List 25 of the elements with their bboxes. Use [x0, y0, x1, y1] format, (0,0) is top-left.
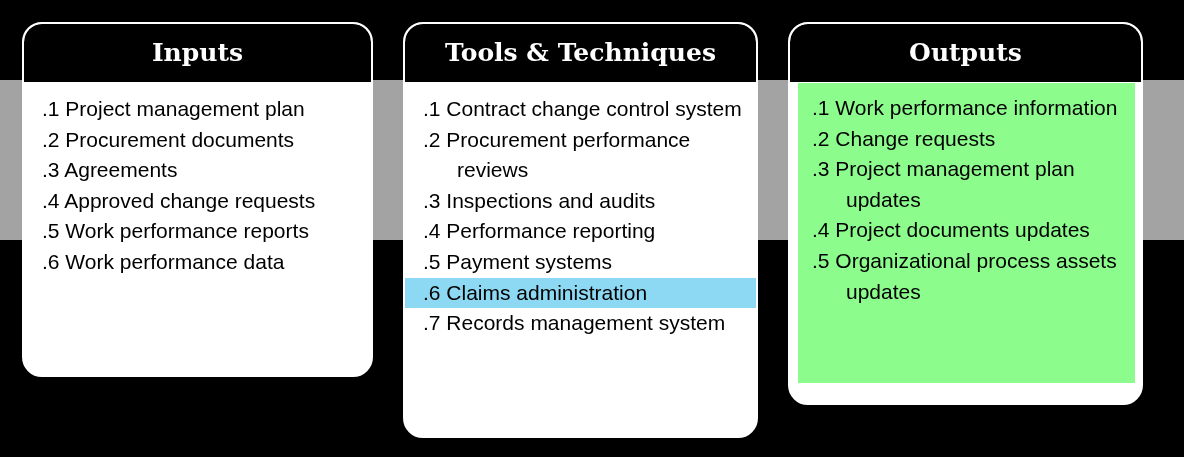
list-item: .3 Inspections and audits [422, 187, 657, 214]
column-heading: Outputs [790, 24, 1141, 82]
list-item: .5 Payment systems [422, 248, 614, 275]
column-heading: Inputs [24, 24, 371, 82]
list-item: .3 Agreements [41, 157, 179, 184]
column-card [788, 22, 1143, 405]
list-item: .4 Performance reporting [422, 218, 657, 245]
list-item: .4 Project documents updates [811, 217, 1091, 244]
list-item: .3 Project management plan updates [811, 156, 1076, 213]
list-item: .6 Work performance data [41, 248, 286, 275]
list-item: .5 Organizational process assets updates [811, 247, 1118, 305]
list-item: .2 Procurement documents [41, 126, 296, 153]
list-item: .5 Work performance reports [41, 218, 310, 245]
column-card [22, 22, 373, 377]
list-item: .1 Work performance information [811, 95, 1119, 121]
column-card [403, 22, 758, 438]
list-item: .1 Contract change control system [422, 96, 743, 122]
list-item: .2 Procurement performance reviews [422, 126, 692, 184]
highlight-panel [798, 83, 1135, 383]
list-item: .1 Project management plan [41, 96, 306, 122]
column-heading: Tools & Techniques [405, 24, 756, 82]
list-item: .4 Approved change requests [41, 187, 317, 214]
highlighted-item: .6 Claims administration [405, 277, 756, 309]
list-item: .2 Change requests [811, 125, 997, 152]
list-item: .7 Records management system [422, 310, 727, 337]
